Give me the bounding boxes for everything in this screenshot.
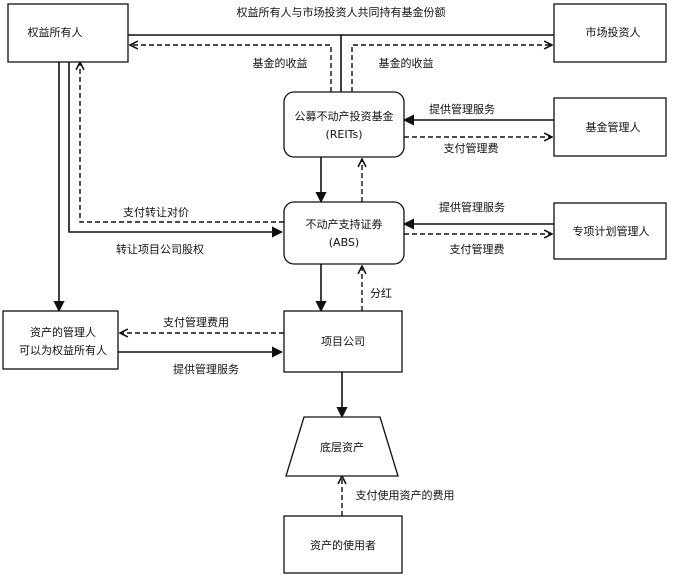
- node-underlying-assets: 底层资产: [285, 416, 399, 477]
- node-equity-owner: 权益所有人: [7, 3, 129, 63]
- node-reits-label-line2: (REITs): [325, 128, 362, 141]
- node-project-company-label: 项目公司: [321, 335, 365, 348]
- arrow-fund-income-to-investors: [351, 45, 552, 92]
- arrow-transfer-equity: [68, 62, 284, 238]
- label-fund-income-right: 基金的收益: [379, 56, 434, 70]
- node-market-investors: 市场投资人: [553, 3, 667, 63]
- label-pay-mgmt-expense: 支付管理费用: [163, 315, 229, 329]
- node-abs-label-line2: (ABS): [329, 236, 359, 249]
- label-provide-mgmt-service-abs: 提供管理服务: [439, 200, 505, 214]
- label-transfer-project-equity: 转让项目公司股权: [116, 242, 204, 256]
- node-project-company: 项目公司: [283, 310, 403, 373]
- node-abs-label-line1: 不动产支持证券: [306, 217, 383, 231]
- node-fund-manager-label: 基金管理人: [586, 120, 641, 134]
- node-underlying-assets-label: 底层资产: [320, 440, 364, 454]
- label-pay-mgmt-fee-abs: 支付管理费: [450, 242, 505, 256]
- node-market-investors-label: 市场投资人: [586, 25, 641, 39]
- node-asset-manager: 资产的管理人 可以为权益所有人: [2, 310, 119, 370]
- arrow-pay-transfer-consideration: [80, 62, 284, 223]
- node-equity-owner-label: 权益所有人: [28, 25, 83, 39]
- label-dividend: 分红: [370, 287, 392, 300]
- node-asset-user: 资产的使用者: [283, 515, 403, 574]
- label-pay-mgmt-fee-fund: 支付管理费: [444, 141, 499, 155]
- label-pay-transfer-consideration: 支付转让对价: [123, 205, 189, 219]
- node-special-plan-manager-label: 专项计划管理人: [573, 224, 650, 238]
- node-fund-manager: 基金管理人: [553, 97, 667, 157]
- arrow-fund-income-to-owner: [130, 45, 332, 92]
- label-provide-mgmt-service-company: 提供管理服务: [173, 362, 239, 376]
- node-asset-manager-label-line2: 可以为权益所有人: [19, 343, 107, 357]
- node-asset-manager-label-line1: 资产的管理人: [30, 325, 96, 339]
- node-abs: 不动产支持证券 (ABS): [283, 201, 405, 265]
- label-joint-holding: 权益所有人与市场投资人共同持有基金份额: [237, 5, 446, 19]
- node-reits-label-line1: 公募不动产投资基金: [295, 109, 394, 123]
- label-fund-income-left: 基金的收益: [253, 56, 308, 70]
- label-provide-mgmt-service-fund: 提供管理服务: [429, 102, 495, 116]
- node-special-plan-manager: 专项计划管理人: [553, 202, 667, 260]
- node-reits: 公募不动产投资基金 (REITs): [283, 91, 405, 158]
- label-pay-asset-usage-fee: 支付使用资产的费用: [356, 488, 455, 502]
- node-asset-user-label: 资产的使用者: [310, 538, 376, 552]
